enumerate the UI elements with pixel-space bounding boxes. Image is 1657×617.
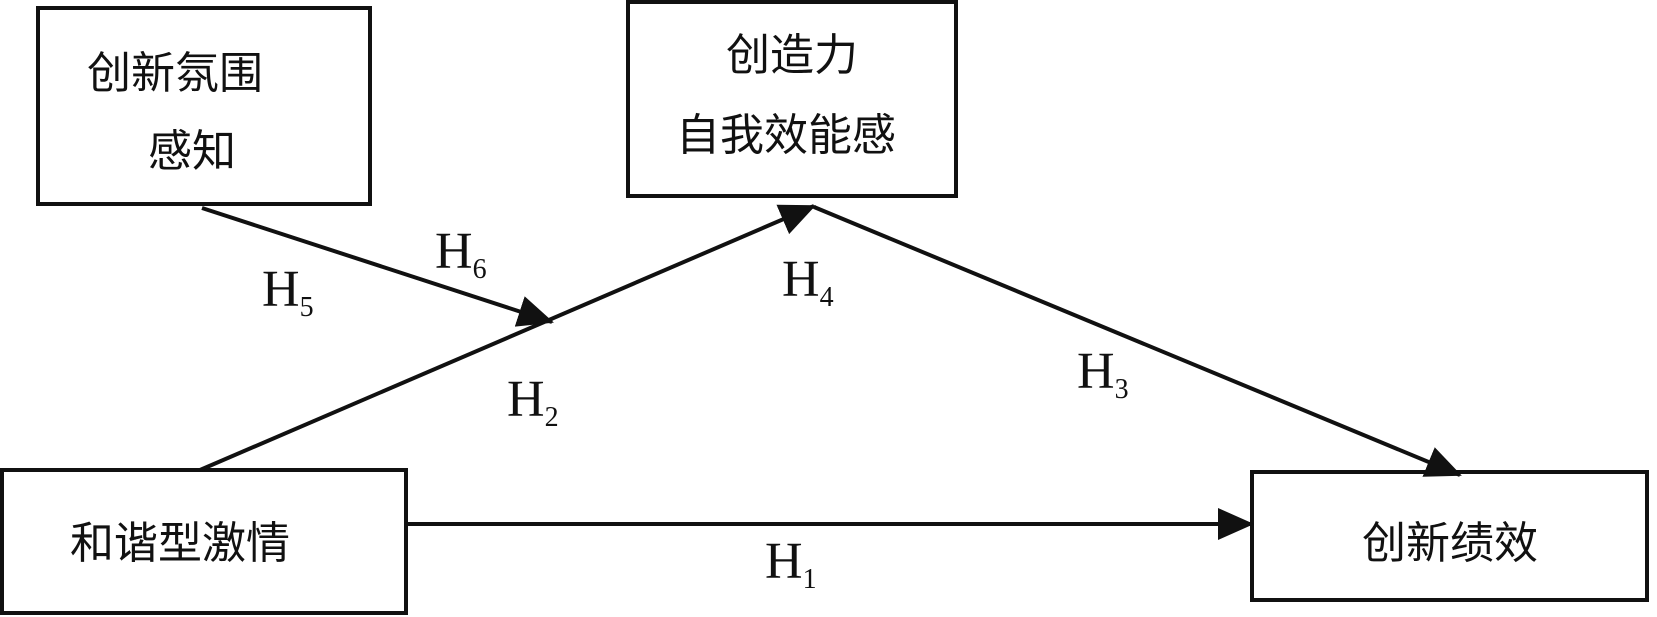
hypothesis-h5-main: H bbox=[262, 261, 300, 318]
node-creative-self-efficacy-label-line2: 自我效能感 bbox=[676, 110, 896, 161]
hypothesis-h6-main: H bbox=[435, 223, 473, 280]
node-innovation-performance-box bbox=[1250, 470, 1649, 602]
hypothesis-label-h1: H1 bbox=[765, 533, 817, 595]
arrow-h5-climate-to-moderation bbox=[201, 206, 554, 327]
arrow-h3-efficacy-to-performance bbox=[813, 205, 1462, 477]
arrow-h2-passion-to-efficacy bbox=[199, 204, 816, 472]
hypothesis-h4-main: H bbox=[782, 251, 820, 308]
hypothesis-label-h5: H5 bbox=[262, 261, 314, 323]
node-innovation-performance-label: 创新绩效 bbox=[1362, 518, 1538, 569]
node-innovation-climate: 创新氛围 感知 bbox=[36, 6, 372, 206]
hypothesis-h1-sub: 1 bbox=[803, 564, 817, 595]
node-creative-self-efficacy-label-line1: 创造力 bbox=[726, 30, 858, 81]
hypothesis-h1-main: H bbox=[765, 533, 803, 590]
hypothesis-h2-sub: 2 bbox=[545, 402, 559, 433]
node-innovation-climate-label-line1: 创新氛围 bbox=[87, 48, 263, 99]
node-creative-self-efficacy: 创造力 自我效能感 bbox=[626, 0, 958, 198]
hypothesis-label-h2: H2 bbox=[507, 371, 559, 433]
hypothesis-h2-main: H bbox=[507, 371, 545, 428]
node-innovation-climate-box bbox=[36, 6, 372, 206]
hypothesis-h5-sub: 5 bbox=[300, 292, 314, 323]
node-harmonious-passion: 和谐型激情 bbox=[0, 468, 408, 615]
node-innovation-climate-label-line2: 感知 bbox=[148, 126, 236, 177]
hypothesis-h4-sub: 4 bbox=[820, 282, 834, 313]
hypothesis-h3-main: H bbox=[1077, 343, 1115, 400]
hypothesis-h6-sub: 6 bbox=[473, 254, 487, 285]
hypothesis-label-h3: H3 bbox=[1077, 343, 1129, 405]
hypothesis-label-h6: H6 bbox=[435, 223, 487, 285]
node-innovation-performance: 创新绩效 bbox=[1250, 470, 1649, 602]
node-harmonious-passion-label: 和谐型激情 bbox=[70, 518, 290, 569]
hypothesis-label-h4: H4 bbox=[782, 251, 834, 313]
node-creative-self-efficacy-box bbox=[626, 0, 958, 198]
hypothesis-h3-sub: 3 bbox=[1115, 374, 1129, 405]
